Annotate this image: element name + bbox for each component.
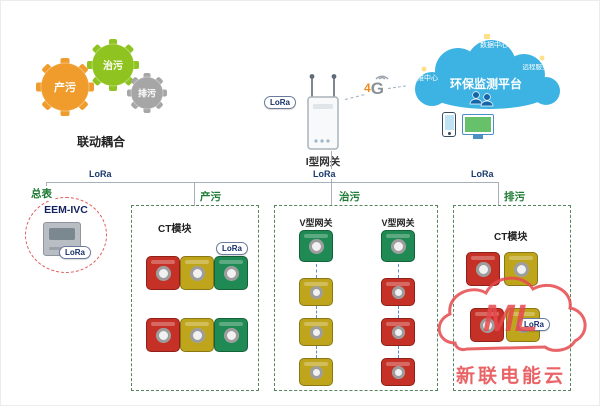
ct-device-red bbox=[470, 308, 504, 342]
zhiwu-box: V型网关 V型网关 bbox=[274, 205, 438, 391]
gear-paiwu-icon: 排污 bbox=[127, 73, 167, 113]
vgateway-device-right bbox=[381, 230, 415, 262]
4g-number: 4 bbox=[364, 81, 371, 95]
bus-stub-chanwu bbox=[194, 182, 195, 206]
lora-badge-meter: LoRa bbox=[59, 246, 91, 259]
gears-group: 产污 治污 bbox=[19, 31, 183, 150]
ct-device-red bbox=[146, 256, 180, 290]
cloud-node-top-label: 数据中心 bbox=[480, 40, 508, 49]
dashed-connector bbox=[398, 264, 399, 278]
gear-paiwu-label: 排污 bbox=[138, 88, 156, 99]
ct-device-green bbox=[214, 256, 248, 290]
ct-device-red bbox=[381, 358, 415, 386]
paiwu-box: CT模块 LoRa bbox=[453, 205, 571, 391]
signal-waves-icon bbox=[375, 75, 389, 80]
datacenter-icon bbox=[484, 34, 490, 39]
bus-stub-paiwu bbox=[498, 182, 499, 206]
type1-gateway-device bbox=[307, 74, 339, 150]
cloud-platform: 数据中心 运维中心 远程服务中心 环保监测平台 bbox=[410, 34, 563, 109]
meter-device-name: EEM-IVC bbox=[44, 204, 88, 216]
ct-device-yellow bbox=[299, 358, 333, 386]
type1-gateway-label: I型网关 bbox=[305, 156, 341, 168]
ct-device-yellow bbox=[299, 278, 333, 306]
gears-graphic: 产污 治污 bbox=[36, 39, 167, 116]
ct-device-yellow bbox=[180, 318, 214, 352]
cloud-node-left-label: 运维中心 bbox=[410, 73, 438, 82]
zhiwu-section-label: 治污 bbox=[337, 189, 362, 204]
lora-label-mid: LoRa bbox=[311, 169, 338, 179]
chanwu-module-title: CT模块 bbox=[158, 224, 192, 235]
phone-icon bbox=[442, 112, 456, 137]
4g-letter: G bbox=[370, 79, 384, 98]
cloud-title: 环保监测平台 bbox=[450, 76, 522, 91]
dashed-connector bbox=[316, 264, 317, 278]
ops-center-icon bbox=[421, 66, 427, 72]
lora-badge-chanwu: LoRa bbox=[216, 242, 248, 255]
monitor-icon bbox=[462, 114, 494, 135]
dashed-connector bbox=[398, 346, 399, 358]
chanwu-box: CT模块 LoRa bbox=[131, 205, 259, 391]
lora-badge-gateway: LoRa bbox=[264, 96, 296, 109]
meter-section-label: 总表 bbox=[29, 186, 54, 201]
paiwu-section-label: 排污 bbox=[502, 189, 527, 204]
gears-caption: 联动耦合 bbox=[76, 135, 125, 149]
gear-zhiwu-label: 治污 bbox=[103, 59, 123, 72]
ct-device-yellow bbox=[180, 256, 214, 290]
ct-device-yellow bbox=[299, 318, 333, 346]
lora-label-left: LoRa bbox=[87, 169, 114, 179]
dashed-connector bbox=[316, 306, 317, 318]
4g-icon: 4G bbox=[364, 79, 384, 99]
ct-device-red bbox=[466, 252, 500, 286]
paiwu-module-title: CT模块 bbox=[494, 232, 528, 243]
cloud-node-right-label: 远程服务中心 bbox=[523, 62, 563, 71]
users-icon bbox=[469, 91, 494, 107]
monitor-stand-icon bbox=[473, 135, 483, 139]
lora-bus-line bbox=[46, 182, 498, 183]
ct-device-red bbox=[381, 278, 415, 306]
lora-badge-paiwu: LoRa bbox=[518, 318, 550, 331]
gear-chanwu-icon: 产污 bbox=[36, 58, 94, 116]
remote-service-icon bbox=[539, 55, 545, 61]
ct-device-red bbox=[146, 318, 180, 352]
dashed-link-gateway-4g bbox=[344, 94, 365, 100]
gear-zhiwu-icon: 治污 bbox=[87, 39, 139, 91]
dashed-connector bbox=[316, 346, 317, 358]
meter-dashed-circle bbox=[25, 197, 107, 273]
ct-device-red bbox=[381, 318, 415, 346]
lora-label-right: LoRa bbox=[469, 169, 496, 179]
gear-chanwu-label: 产污 bbox=[54, 80, 76, 94]
ct-device-yellow bbox=[504, 252, 538, 286]
vgateway-device-left bbox=[299, 230, 333, 262]
dashed-connector bbox=[398, 306, 399, 318]
ct-device-green bbox=[214, 318, 248, 352]
vgateway-right-title: V型网关 bbox=[381, 218, 415, 228]
chanwu-section-label: 产污 bbox=[198, 189, 223, 204]
vgateway-left-title: V型网关 bbox=[299, 218, 333, 228]
